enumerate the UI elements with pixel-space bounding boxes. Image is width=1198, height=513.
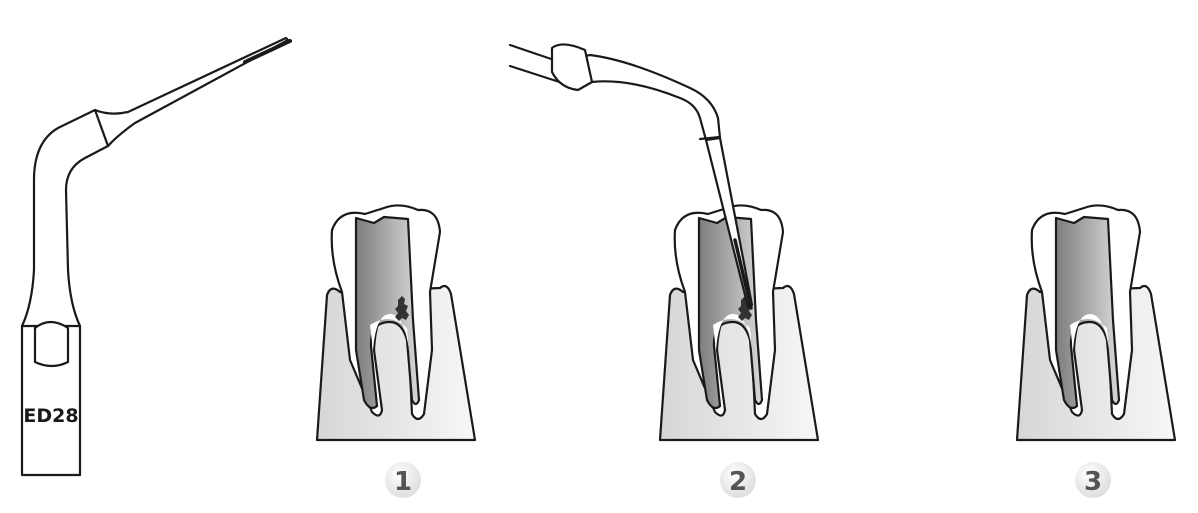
instrument-code: ED28 <box>23 405 78 427</box>
tooth-step-3 <box>1015 204 1177 442</box>
step-number: 3 <box>1084 467 1102 497</box>
step-number: 1 <box>394 467 412 497</box>
step-badge-3: 3 <box>1075 462 1111 498</box>
step-badge-1: 1 <box>385 462 421 498</box>
tooth-step-1 <box>315 204 477 442</box>
instrument-in-canal <box>508 43 754 310</box>
ed28-tip-instrument: ED28 <box>20 36 292 477</box>
step-badge-2: 2 <box>720 462 756 498</box>
step-number: 2 <box>729 467 747 497</box>
